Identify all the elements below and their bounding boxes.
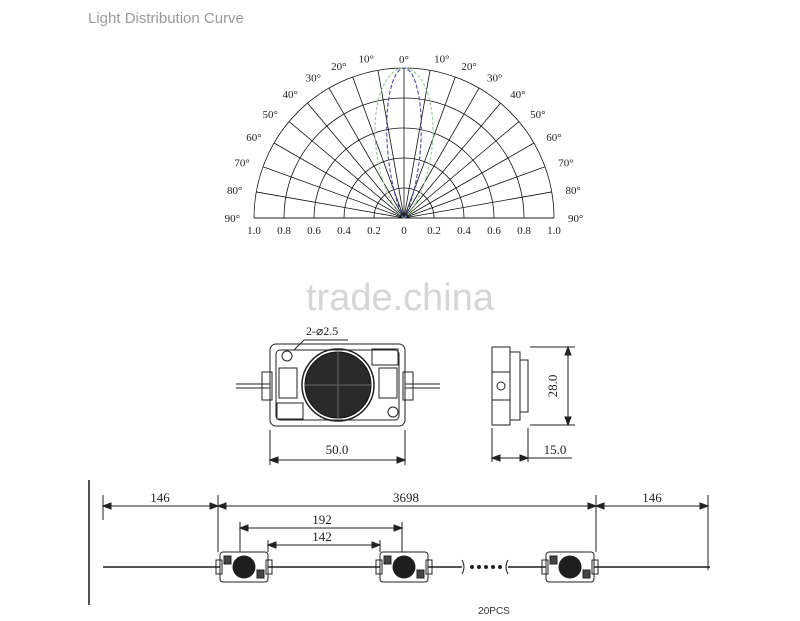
chain-module bbox=[375, 551, 433, 583]
angle-label: 40° bbox=[282, 89, 297, 101]
scale-label: 0.4 bbox=[457, 225, 471, 237]
polar-spoke bbox=[403, 102, 501, 219]
depth-label: 15.0 bbox=[544, 442, 567, 457]
polar-spoke bbox=[403, 121, 520, 219]
light-distribution-polar bbox=[253, 67, 555, 219]
scale-label: 0.6 bbox=[487, 225, 501, 237]
angle-label: 60° bbox=[546, 132, 561, 144]
module-chain bbox=[88, 480, 710, 605]
module-side-view bbox=[490, 345, 575, 462]
scale-label: 1.0 bbox=[247, 225, 261, 237]
chain-module bbox=[215, 551, 273, 583]
scale-label: 0.8 bbox=[277, 225, 291, 237]
angle-label: 90° bbox=[225, 213, 240, 225]
angle-label: 30° bbox=[487, 73, 502, 85]
scale-label: 0.6 bbox=[307, 225, 321, 237]
hole-label: 2-⌀2.5 bbox=[306, 324, 338, 338]
polar-spoke bbox=[288, 121, 405, 219]
scale-label: 0 bbox=[401, 225, 407, 237]
polar-spoke bbox=[403, 142, 535, 219]
angle-label: 60° bbox=[246, 132, 261, 144]
scale-label: 0.2 bbox=[367, 225, 381, 237]
angle-label: 80° bbox=[566, 185, 581, 197]
height-label: 28.0 bbox=[545, 375, 560, 398]
polar-spoke bbox=[403, 87, 480, 219]
polar-spoke bbox=[273, 142, 405, 219]
angle-label: 70° bbox=[234, 158, 249, 170]
angle-label: 0° bbox=[399, 54, 409, 66]
polar-spoke bbox=[377, 70, 405, 219]
scale-label: 0.8 bbox=[517, 225, 531, 237]
polar-spoke bbox=[307, 102, 405, 219]
pitch-inner-label: 142 bbox=[312, 529, 332, 544]
polar-labels: 0°10°10°20°20°30°30°40°40°50°50°60°60°70… bbox=[225, 53, 584, 237]
angle-label: 20° bbox=[331, 61, 346, 73]
scale-label: 0.4 bbox=[337, 225, 351, 237]
total-length-label: 3698 bbox=[393, 490, 419, 505]
angle-label: 80° bbox=[227, 185, 242, 197]
right-margin-label: 146 bbox=[642, 490, 662, 505]
angle-label: 90° bbox=[568, 213, 583, 225]
left-margin-label: 146 bbox=[150, 490, 170, 505]
polar-spoke bbox=[403, 70, 431, 219]
angle-label: 20° bbox=[461, 61, 476, 73]
polar-spoke bbox=[403, 191, 552, 219]
polar-spoke bbox=[328, 87, 405, 219]
angle-label: 10° bbox=[358, 53, 373, 65]
angle-label: 70° bbox=[558, 158, 573, 170]
angle-label: 50° bbox=[262, 109, 277, 121]
angle-label: 50° bbox=[530, 109, 545, 121]
page-title: Light Distribution Curve bbox=[88, 10, 244, 27]
watermark: trade.china bbox=[306, 277, 495, 319]
scale-label: 0.2 bbox=[427, 225, 441, 237]
polar-spoke bbox=[403, 166, 546, 219]
pitch-outer-label: 192 bbox=[312, 512, 332, 527]
polar-spoke bbox=[262, 166, 405, 219]
distribution-curve bbox=[374, 67, 434, 219]
chain-module bbox=[541, 551, 599, 583]
module-front-view bbox=[236, 339, 440, 465]
scale-label: 1.0 bbox=[547, 225, 561, 237]
angle-label: 30° bbox=[306, 73, 321, 85]
angle-label: 10° bbox=[434, 53, 449, 65]
polar-spoke bbox=[256, 191, 405, 219]
count-label: 20PCS bbox=[478, 606, 510, 617]
distribution-curve bbox=[386, 67, 422, 219]
width-label: 50.0 bbox=[326, 442, 349, 457]
angle-label: 40° bbox=[510, 89, 525, 101]
